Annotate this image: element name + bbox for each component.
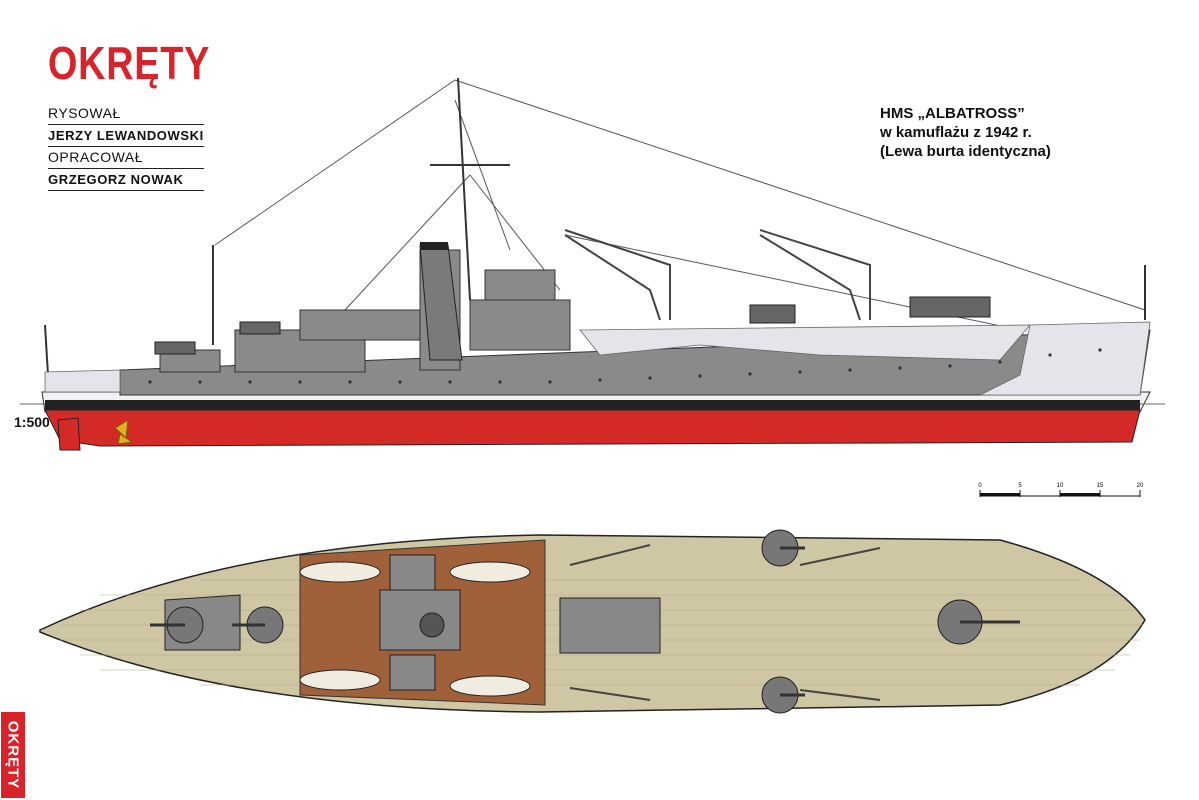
scale-ratio-label: 1:500 — [14, 414, 50, 430]
credits-block: RYSOWAŁ JERZY LEWANDOWSKI OPRACOWAŁ GRZE… — [48, 103, 204, 191]
gun-barrels — [150, 546, 1020, 697]
scale-tick-10: 10 — [1057, 483, 1064, 489]
caption-note: (Lewa burta identyczna) — [880, 143, 1051, 160]
deck-cranes — [569, 544, 881, 701]
scale-tick-20: 20 — [1137, 483, 1144, 489]
masts — [44, 77, 1146, 376]
boats — [299, 561, 531, 697]
side-guns — [154, 296, 991, 355]
scale-tick-15: 15 — [1097, 483, 1104, 489]
rigging — [214, 79, 1146, 331]
propeller-icon — [114, 419, 134, 445]
caption-ship-name: HMS „ALBATROSS” — [880, 105, 1025, 122]
scale-tick-0: 0 — [978, 483, 982, 489]
credit-drawn-label: RYSOWAŁ — [48, 103, 204, 125]
funnel-top — [419, 612, 445, 638]
side-brand-label: OKRĘTY — [4, 720, 22, 790]
superstructure — [159, 249, 571, 373]
deck-structures — [164, 554, 661, 691]
cranes — [564, 229, 871, 321]
side-profile — [20, 77, 1165, 451]
ship-caption: HMS „ALBATROSS” w kamuflażu z 1942 r. (L… — [880, 104, 1051, 161]
credit-drawn-name: JERZY LEWANDOWSKI — [48, 125, 204, 147]
hull-red — [44, 409, 1141, 447]
deck-plan — [39, 529, 1146, 714]
caption-camouflage: w kamuflażu z 1942 r. — [880, 124, 1032, 141]
side-brand-tab: OKRĘTY — [1, 712, 25, 798]
scale-tick-5: 5 — [1018, 483, 1022, 489]
brand-title: OKRĘTY — [48, 37, 211, 89]
credit-edited-name: GRZEGORZ NOWAK — [48, 169, 204, 191]
portholes — [148, 348, 1102, 384]
credit-edited-label: OPRACOWAŁ — [48, 147, 204, 169]
scale-bar: 0 5 10 15 20 — [978, 483, 1144, 497]
